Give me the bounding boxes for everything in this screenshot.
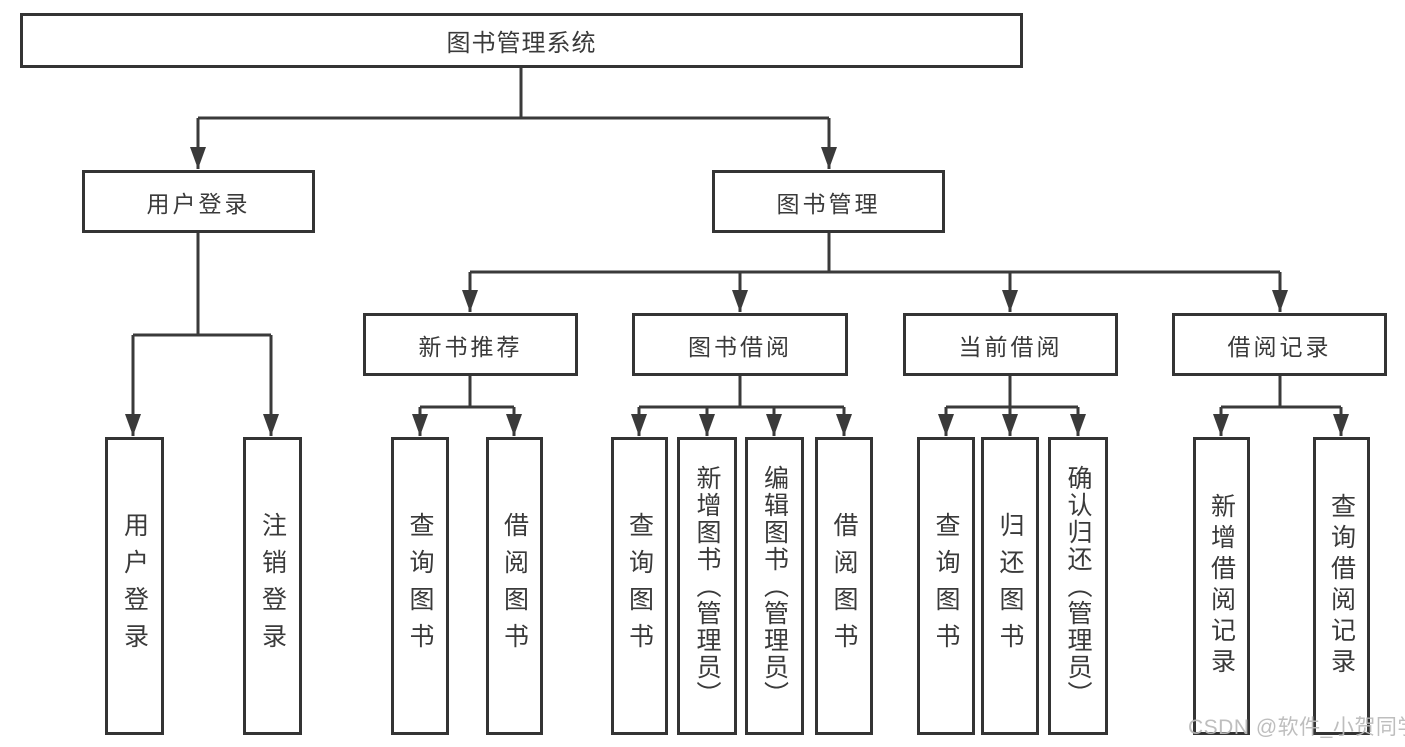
leaf-query-books: 查询图书 xyxy=(917,437,975,735)
node-book-borrowing: 图书借阅 xyxy=(632,313,848,376)
node-label: 编辑图书（管理员） xyxy=(760,464,789,708)
node-label: 确认归还（管理员） xyxy=(1064,464,1092,708)
node-label: 查询图书 xyxy=(625,512,654,660)
leaf-return-books: 归还图书 xyxy=(981,437,1039,735)
node-label: 借阅记录 xyxy=(1227,333,1332,360)
leaf-confirm-return-admin: 确认归还（管理员） xyxy=(1048,437,1108,735)
leaf-query-books: 查询图书 xyxy=(391,437,449,735)
node-book-management: 图书管理 xyxy=(712,170,945,233)
leaf-user-login: 用户登录 xyxy=(105,437,164,735)
leaf-query-borrow-record: 查询借阅记录 xyxy=(1313,437,1370,735)
node-borrowing-records: 借阅记录 xyxy=(1172,313,1387,376)
node-label: 图书借阅 xyxy=(688,333,792,360)
node-library-management-system: 图书管理系统 xyxy=(20,13,1023,68)
leaf-logout: 注销登录 xyxy=(243,437,302,735)
node-label: 注销登录 xyxy=(258,512,287,660)
node-current-borrowing: 当前借阅 xyxy=(903,313,1118,376)
csdn-watermark: CSDN @软件_小贺同学 xyxy=(1188,716,1405,739)
node-new-book-recommendation: 新书推荐 xyxy=(363,313,578,376)
node-label: 查询图书 xyxy=(406,512,434,660)
node-label: 借阅图书 xyxy=(500,512,529,660)
leaf-edit-book-admin: 编辑图书（管理员） xyxy=(745,437,804,735)
node-label: 用户登录 xyxy=(120,512,149,660)
leaf-add-book-admin: 新增图书（管理员） xyxy=(677,437,737,735)
node-label: 查询借阅记录 xyxy=(1327,493,1356,679)
node-label: 当前借阅 xyxy=(958,333,1063,360)
leaf-add-borrow-record: 新增借阅记录 xyxy=(1193,437,1250,735)
node-label: 用户登录 xyxy=(146,190,251,217)
node-label: 归还图书 xyxy=(996,512,1024,660)
node-label: 图书管理 xyxy=(776,190,881,217)
node-label: 借阅图书 xyxy=(830,512,858,660)
leaf-query-books: 查询图书 xyxy=(611,437,668,735)
node-user-login: 用户登录 xyxy=(82,170,315,233)
node-label: 新增借阅记录 xyxy=(1207,493,1236,679)
leaf-borrow-books: 借阅图书 xyxy=(486,437,543,735)
node-label: 新增图书（管理员） xyxy=(693,464,721,708)
node-label: 新书推荐 xyxy=(418,333,523,360)
leaf-borrow-books: 借阅图书 xyxy=(815,437,873,735)
node-label: 查询图书 xyxy=(932,512,960,660)
node-label: 图书管理系统 xyxy=(446,30,597,57)
